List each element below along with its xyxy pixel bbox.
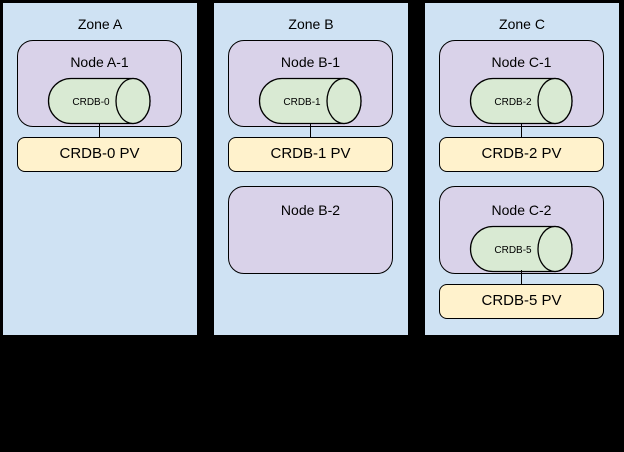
crdb-2-cylinder-icon: CRDB-2 xyxy=(469,77,573,125)
crdb-0-label: CRDB-0 xyxy=(72,97,110,108)
node-a-1: Node A-1 CRDB-0 xyxy=(17,40,182,127)
node-b-2-title: Node B-2 xyxy=(280,202,341,218)
connector-line xyxy=(520,270,523,287)
node-b-1-title: Node B-1 xyxy=(280,54,341,70)
cylinder-cap xyxy=(115,77,151,125)
connector-line xyxy=(98,123,101,140)
connector-line xyxy=(309,123,312,140)
connector-line xyxy=(520,123,523,140)
node-c-1-title: Node C-1 xyxy=(491,54,552,70)
crdb-5-label: CRDB-5 xyxy=(494,245,532,256)
pv-crdb-0: CRDB-0 PV xyxy=(17,137,182,172)
zone-c: Zone C Node C-1 CRDB-2 CRDB-2 PV Node C-… xyxy=(424,2,620,336)
node-c-1: Node C-1 CRDB-2 xyxy=(439,40,604,127)
crdb-5-cylinder-icon: CRDB-5 xyxy=(469,225,573,273)
cylinder-cap xyxy=(537,77,573,125)
node-b-1: Node B-1 CRDB-1 xyxy=(228,40,393,127)
crdb-2-label: CRDB-2 xyxy=(494,97,532,108)
zone-b-title: Zone B xyxy=(288,16,334,32)
zone-a: Zone A Node A-1 CRDB-0 CRDB-0 PV xyxy=(2,2,198,336)
cylinder-cap xyxy=(537,225,573,273)
node-c-2-title: Node C-2 xyxy=(491,202,552,218)
crdb-1-label: CRDB-1 xyxy=(283,97,321,108)
pv-crdb-5: CRDB-5 PV xyxy=(439,284,604,319)
node-a-1-title: Node A-1 xyxy=(70,54,129,70)
crdb-1-cylinder-icon: CRDB-1 xyxy=(258,77,362,125)
zone-a-title: Zone A xyxy=(77,16,123,32)
node-c-2: Node C-2 CRDB-5 xyxy=(439,186,604,274)
node-b-2: Node B-2 xyxy=(228,186,393,274)
zone-c-title: Zone C xyxy=(499,16,545,32)
cylinder-cap xyxy=(326,77,362,125)
pv-crdb-1: CRDB-1 PV xyxy=(228,137,393,172)
zone-b: Zone B Node B-1 CRDB-1 CRDB-1 PV Node B-… xyxy=(213,2,409,336)
crdb-0-cylinder-icon: CRDB-0 xyxy=(47,77,151,125)
pv-crdb-2: CRDB-2 PV xyxy=(439,137,604,172)
